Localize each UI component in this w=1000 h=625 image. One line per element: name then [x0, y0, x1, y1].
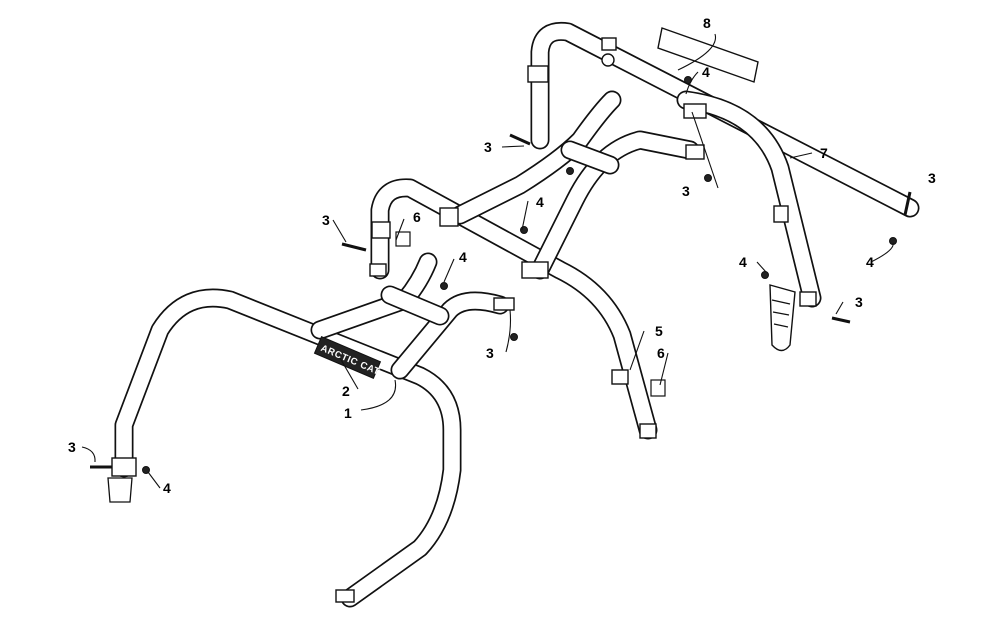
- decal-8: [657, 27, 759, 83]
- callout-4-left-mid: 4: [459, 249, 467, 265]
- callout-4-mid: 4: [536, 194, 544, 210]
- fastener-bolts: [90, 76, 912, 474]
- callout-3-rear-leg: 3: [855, 294, 863, 310]
- front-hoop-1: [107, 252, 515, 608]
- callout-4-top: 4: [702, 64, 710, 80]
- callout-3-right: 3: [928, 170, 936, 186]
- callout-3-upper-mid: 3: [682, 183, 690, 199]
- callout-4-front: 4: [163, 480, 171, 496]
- callout-4-rear-leg: 4: [739, 254, 747, 270]
- callout-3-front: 3: [68, 439, 76, 455]
- leader-lines: [81, 33, 894, 489]
- callout-8: 8: [703, 15, 711, 31]
- callout-3-left: 3: [322, 212, 330, 228]
- callout-3-lower: 3: [486, 345, 494, 361]
- callout-7: 7: [820, 145, 828, 161]
- callout-4-right: 4: [866, 254, 874, 270]
- rear-leg-receiver: [769, 284, 796, 352]
- callout-3-upper-left: 3: [484, 139, 492, 155]
- callout-6-upper: 6: [413, 209, 421, 225]
- callout-1: 1: [344, 405, 352, 421]
- decal-6-lower: [650, 379, 666, 397]
- callout-labels: 8 4 7 3 3 4 3 6 4 3 4 4 3 5 6 2 1 3 3 4: [68, 15, 936, 496]
- callout-6-lower: 6: [657, 345, 665, 361]
- middle-hoop-5: [369, 90, 705, 440]
- rear-bar-7: [527, 21, 920, 308]
- callout-2: 2: [342, 383, 350, 399]
- callout-5: 5: [655, 323, 663, 339]
